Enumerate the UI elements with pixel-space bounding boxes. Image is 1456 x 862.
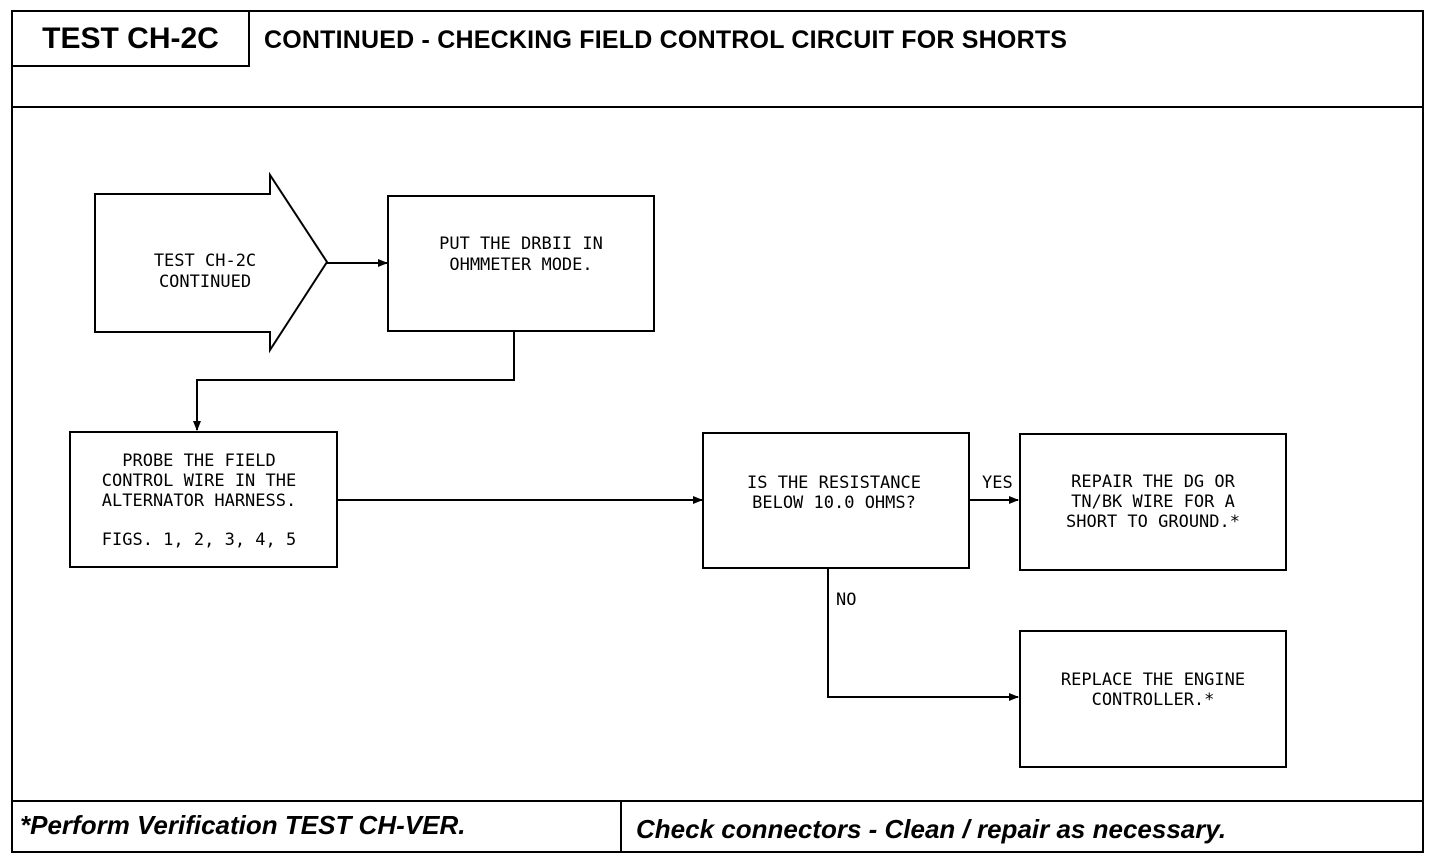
step-box-ohmmeter [387,195,655,332]
test-id-box: TEST CH-2C [11,10,250,67]
test-id: TEST CH-2C [42,21,219,55]
yes-label: YES [982,473,1013,493]
question-line-2: BELOW 10.0 OHMS? [752,493,916,513]
header-divider [11,106,1424,108]
no-action-line-1: REPLACE THE ENGINE [1061,670,1245,690]
start-line-1: TEST CH-2C [154,251,256,271]
step2-line-1: PROBE THE FIELD [122,451,276,471]
connector-no [827,568,1019,701]
footer-divider [620,800,622,853]
page-title: CONTINUED - CHECKING FIELD CONTROL CIRCU… [264,26,1068,54]
footer-verification-note: *Perform Verification TEST CH-VER. [20,810,466,840]
yes-action-line-1: REPAIR THE DG OR [1071,472,1236,492]
no-action-line-2: CONTROLLER.* [1092,690,1215,710]
footer-bar [11,800,1424,853]
start-arrow-shape [94,171,329,354]
start-line-2: CONTINUED [159,272,251,292]
action-box-replace [1019,630,1287,768]
page-frame [11,10,1424,853]
step1-line-2: OHMMETER MODE. [449,255,592,275]
action-box-repair [1019,433,1287,571]
step2-figs: FIGS. 1, 2, 3, 4, 5 [102,530,296,550]
footer-connector-note: Check connectors - Clean / repair as nec… [636,814,1227,844]
question-line-1: IS THE RESISTANCE [747,473,921,493]
step2-line-2: CONTROL WIRE IN THE [102,471,296,491]
yes-action-line-2: TN/BK WIRE FOR A [1071,492,1235,512]
step2-line-3: ALTERNATOR HARNESS. [102,491,296,511]
connector-step1-step2 [193,332,515,431]
step1-line-1: PUT THE DRBII IN [439,234,603,254]
yes-action-line-3: SHORT TO GROUND.* [1066,512,1240,532]
no-label: NO [836,590,856,610]
